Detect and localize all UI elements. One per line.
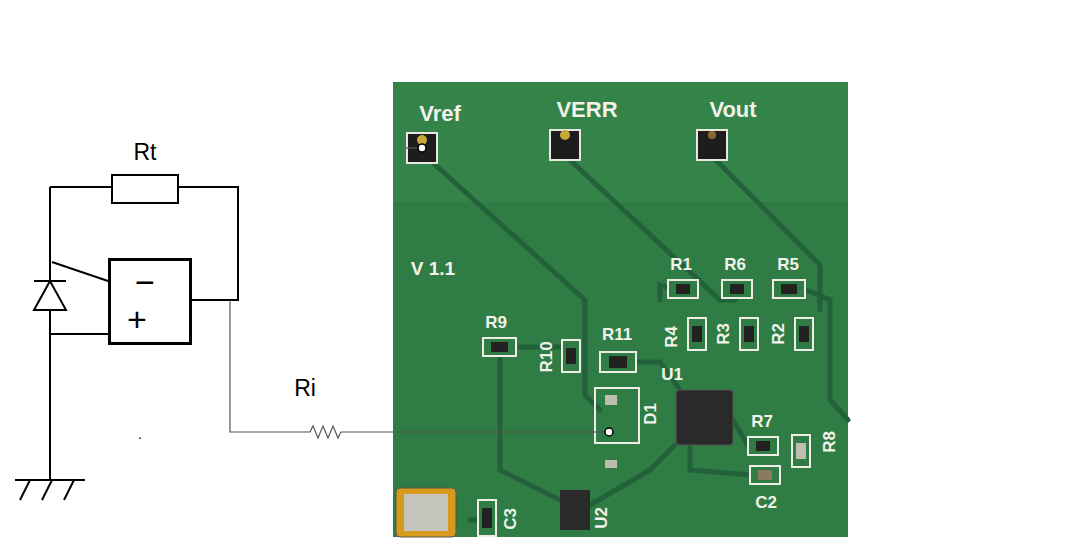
sot-chip [560, 490, 590, 530]
reference-designator: R1 [670, 256, 692, 273]
reference-designator: D1 [642, 403, 659, 425]
component-footprints [478, 280, 813, 536]
pcb-traces [432, 160, 848, 520]
qfn-chip [676, 390, 733, 445]
input-sign: + [127, 302, 147, 336]
reference-designator: C2 [755, 494, 777, 511]
reference-designator: R9 [485, 314, 507, 331]
reference-designator: R8 [821, 431, 838, 453]
reference-designator: R10 [538, 341, 555, 372]
reference-designator: C3 [502, 508, 519, 530]
reference-designator: R6 [724, 256, 746, 273]
reference-designator: U2 [593, 507, 610, 529]
reference-designator: R4 [663, 326, 680, 348]
probe-dot [418, 144, 426, 152]
test-point-label: VERR [556, 99, 617, 121]
reference-designator: R5 [777, 256, 799, 273]
schematic-wires [15, 187, 238, 500]
probe-dot [605, 428, 613, 436]
input-sign: − [135, 265, 155, 299]
capacitor-terminal [404, 494, 448, 531]
component-label: Rt [134, 141, 157, 164]
reference-designator: R2 [770, 323, 787, 345]
stray-mark: . [138, 427, 142, 441]
component-label: Ri [294, 377, 316, 400]
reference-designator: R7 [751, 413, 773, 430]
pcb-board [393, 82, 848, 537]
test-points [407, 130, 727, 163]
reference-designator: U1 [661, 366, 683, 383]
tantalum-capacitor [396, 488, 456, 537]
version-label: V 1.1 [411, 259, 455, 278]
op-amp-box: −+ [108, 258, 192, 345]
test-point-label: Vout [709, 99, 756, 121]
photodiode-symbol [34, 281, 66, 310]
resistor-symbol [112, 175, 178, 203]
leader-wires [230, 148, 609, 438]
reference-designator: R11 [602, 326, 632, 343]
test-point-label: Vref [419, 103, 461, 125]
pcb-shade [393, 82, 848, 202]
reference-designator: R3 [715, 323, 732, 345]
